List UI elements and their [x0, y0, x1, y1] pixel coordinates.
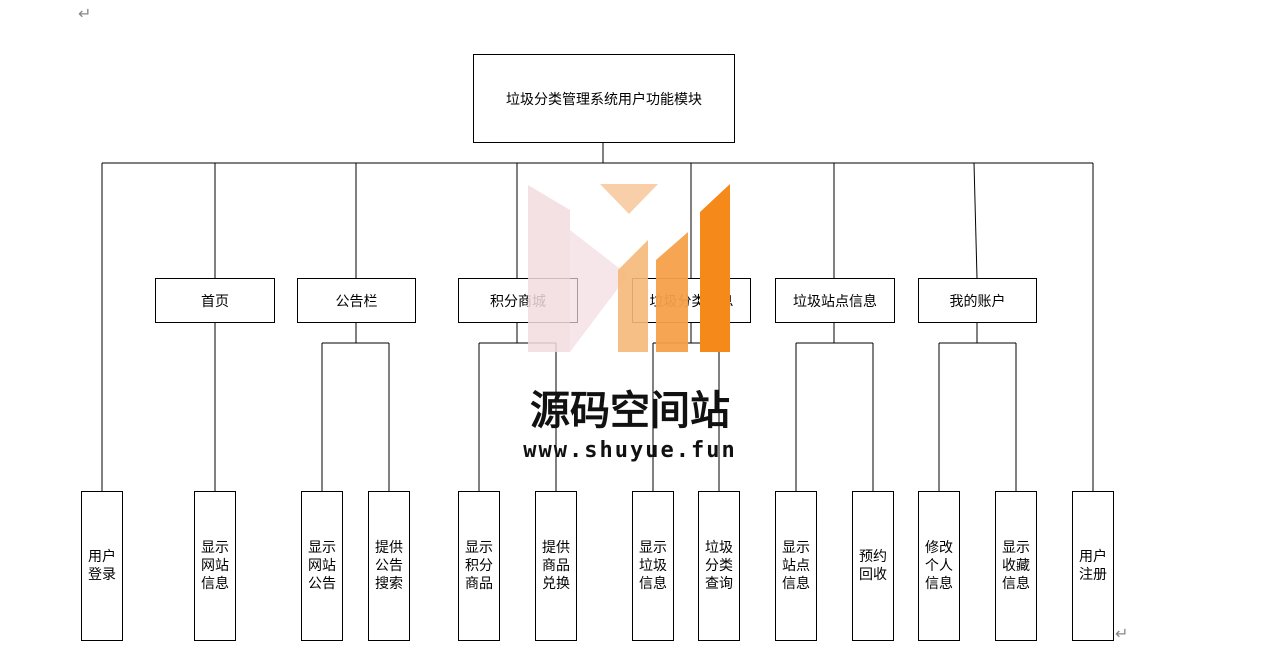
leaf-label: 显示积分商品 — [465, 540, 493, 592]
leaf-recycling-appointment: 预约回收 — [852, 491, 894, 641]
watermark-url: www.shuyue.fun — [523, 438, 737, 463]
module-waste-stations: 垃圾站点信息 — [775, 278, 895, 323]
leaf-waste-classification-query: 垃圾分类查询 — [698, 491, 740, 641]
watermark-title: 源码空间站 — [530, 388, 730, 434]
leaf-announcement-search: 提供公告搜索 — [368, 491, 410, 641]
module-my-account: 我的账户 — [918, 278, 1037, 323]
paragraph-mark-icon: ↵ — [1115, 624, 1129, 643]
leaf-show-site-info: 显示网站信息 — [194, 491, 236, 641]
leaf-goods-exchange: 提供商品兑换 — [535, 491, 577, 641]
root-label: 垃圾分类管理系统用户功能模块 — [506, 91, 702, 108]
leaf-show-waste-info: 显示垃圾信息 — [632, 491, 674, 641]
leaf-label: 显示网站公告 — [308, 540, 336, 592]
leaf-show-station-info: 显示站点信息 — [775, 491, 817, 641]
watermark: 源码空间站 www.shuyue.fun — [510, 180, 750, 470]
leaf-label: 显示网站信息 — [201, 540, 229, 592]
leaf-user-login: 用户登录 — [81, 491, 123, 641]
leaf-label: 显示垃圾信息 — [639, 540, 667, 592]
watermark-logo-icon — [528, 184, 730, 352]
leaf-show-announcements: 显示网站公告 — [301, 491, 343, 641]
leaf-label: 显示收藏信息 — [1002, 540, 1030, 592]
module-label: 我的账户 — [949, 293, 1006, 310]
leaf-label: 用户登录 — [88, 549, 116, 583]
leaf-label: 修改个人信息 — [925, 540, 953, 592]
leaf-show-favorites: 显示收藏信息 — [995, 491, 1037, 641]
leaf-label: 提供公告搜索 — [375, 540, 403, 592]
leaf-label: 垃圾分类查询 — [705, 540, 733, 592]
module-waste-classification: 垃圾分类信息 — [632, 278, 751, 323]
leaf-label: 用户注册 — [1079, 549, 1107, 583]
module-announcements: 公告栏 — [297, 278, 416, 323]
leaf-label: 显示站点信息 — [782, 540, 810, 592]
root-node: 垃圾分类管理系统用户功能模块 — [473, 54, 735, 143]
module-label: 首页 — [201, 293, 229, 310]
module-label: 公告栏 — [335, 293, 378, 310]
leaf-show-points-goods: 显示积分商品 — [458, 491, 500, 641]
leaf-label: 预约回收 — [859, 549, 887, 583]
leaf-user-register: 用户注册 — [1072, 491, 1114, 641]
leaf-label: 提供商品兑换 — [542, 540, 570, 592]
paragraph-mark-icon: ↵ — [78, 4, 92, 23]
module-label: 垃圾站点信息 — [793, 293, 877, 310]
module-home: 首页 — [155, 278, 275, 323]
leaf-edit-personal-info: 修改个人信息 — [918, 491, 960, 641]
